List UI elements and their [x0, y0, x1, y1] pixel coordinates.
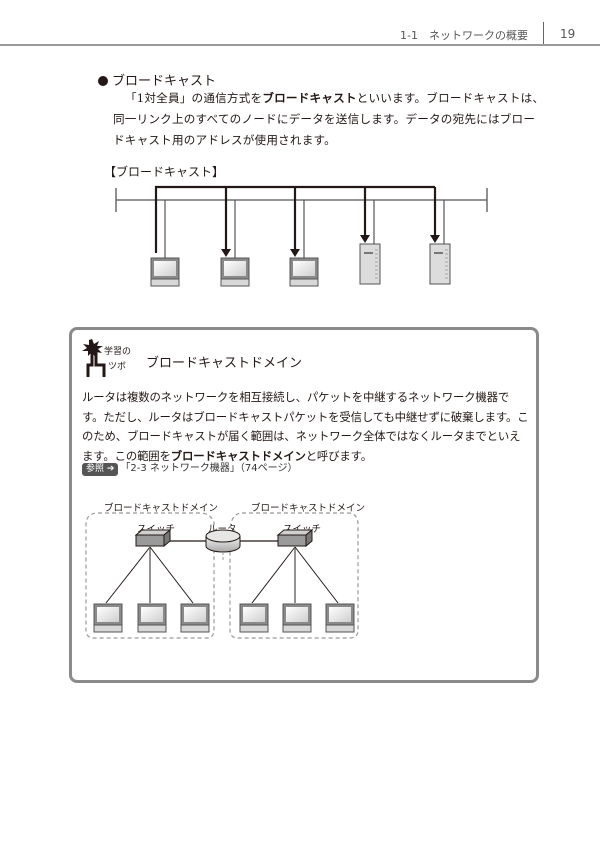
- paragraph-text: 「1対全員」の通信方式を: [125, 91, 263, 105]
- figure-title: 【ブロードキャスト】: [104, 165, 225, 179]
- tip-box: [69, 327, 539, 683]
- pc-icon: [220, 257, 250, 287]
- learning-point-icon: 学習の ツボ: [82, 339, 131, 377]
- router-label: ルータ: [208, 524, 237, 535]
- server-icon: [359, 243, 381, 285]
- reference-text: 「2-3 ネットワーク機器」（74ページ）: [120, 463, 298, 474]
- tip-title: ブロードキャストドメイン: [146, 356, 303, 371]
- paragraph-bold-term: ブロードキャスト: [262, 91, 357, 105]
- broadcast-diagram: [115, 185, 488, 287]
- pc-icon: [289, 257, 319, 287]
- arrowhead-icon: [430, 235, 440, 243]
- domain-left-label: ブロードキャストドメイン: [104, 503, 219, 514]
- reference-badge: 参照 ➔: [82, 463, 119, 476]
- paragraph-text: といいます。ブロードキャストは、同一リンク上のすべてのノードにデータを送信します…: [113, 91, 545, 147]
- tip-text: ルータは複数のネットワークを相互接続し、パケットを中継するネットワーク機器です。…: [82, 390, 529, 463]
- switch-left-label: スイッチ: [137, 524, 176, 535]
- arrowhead-icon: [290, 249, 300, 257]
- domain-right-label: ブロードキャストドメイン: [251, 503, 366, 514]
- pc-icon: [150, 257, 180, 287]
- section-paragraph: 「1対全員」の通信方式をブロードキャストといいます。ブロードキャストは、同一リン…: [113, 88, 545, 151]
- page-header: 1-1 ネットワークの概要 19: [0, 0, 600, 46]
- header-rule: [0, 44, 600, 46]
- broadcast-path: [154, 185, 435, 253]
- bullet-icon: [98, 76, 108, 86]
- arrowhead-icon: [360, 235, 370, 243]
- tip-paragraph: ルータは複数のネットワークを相互接続し、パケットを中継するネットワーク機器です。…: [82, 388, 530, 466]
- section-heading: ブロードキャスト: [98, 70, 216, 89]
- tip-icon-label-1: 学習の: [104, 345, 131, 357]
- section-heading-text: ブロードキャスト: [112, 74, 217, 89]
- switch-right-label: スイッチ: [283, 524, 322, 535]
- running-header-section: 1-1 ネットワークの概要: [400, 29, 528, 42]
- page-number: 19: [560, 27, 576, 41]
- tip-icon-label-2: ツボ: [108, 361, 126, 372]
- server-icon: [429, 243, 451, 285]
- header-divider: [543, 22, 544, 46]
- tip-bold-term: ブロードキャストドメイン: [170, 448, 306, 463]
- arrowhead-icon: [221, 249, 231, 257]
- tip-text: と呼びます。: [305, 448, 372, 463]
- reference-link[interactable]: 参照 ➔「2-3 ネットワーク機器」（74ページ）: [82, 459, 297, 476]
